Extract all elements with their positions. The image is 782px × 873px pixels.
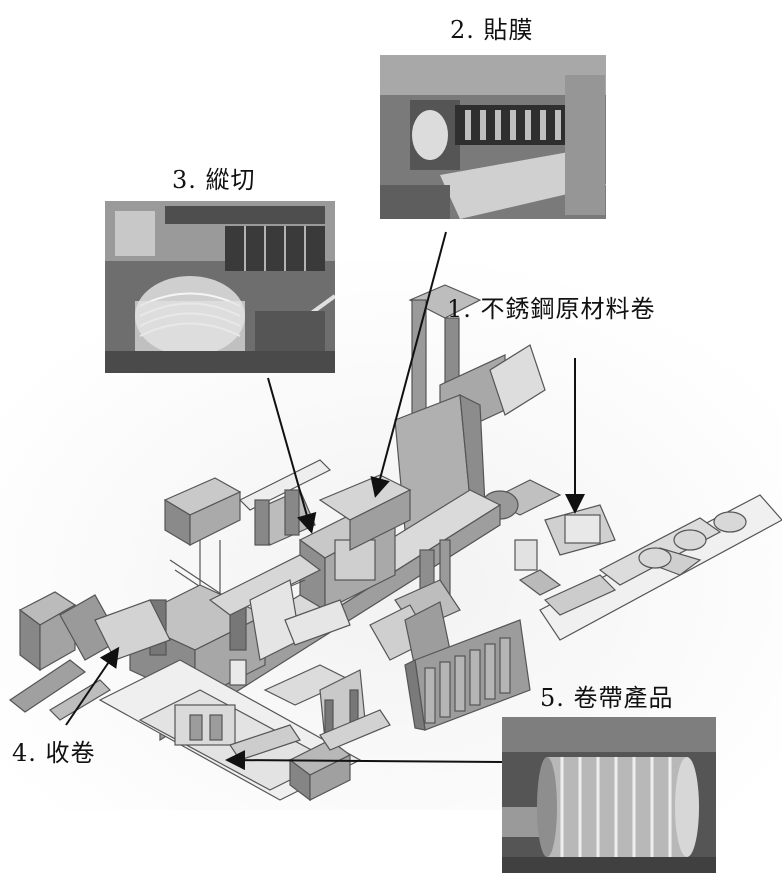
label-step2: 2. 貼膜 [450,16,534,44]
arrow-slitting-to-line [267,377,317,534]
arrow-film-to-line [370,231,447,498]
arrow-recoil-to-line [65,646,120,726]
label-step5: 5. 卷帶產品 [540,684,674,712]
label-step4: 4. 收卷 [12,739,96,767]
label-step3: 3. 縱切 [172,166,256,194]
label-step1: 1. 不銹鋼原材料卷 [447,295,656,323]
slitting-photo [105,201,335,373]
arrow-product-to-line [225,750,503,771]
coil-product-photo [502,717,716,873]
film-laminating-photo [380,55,606,219]
